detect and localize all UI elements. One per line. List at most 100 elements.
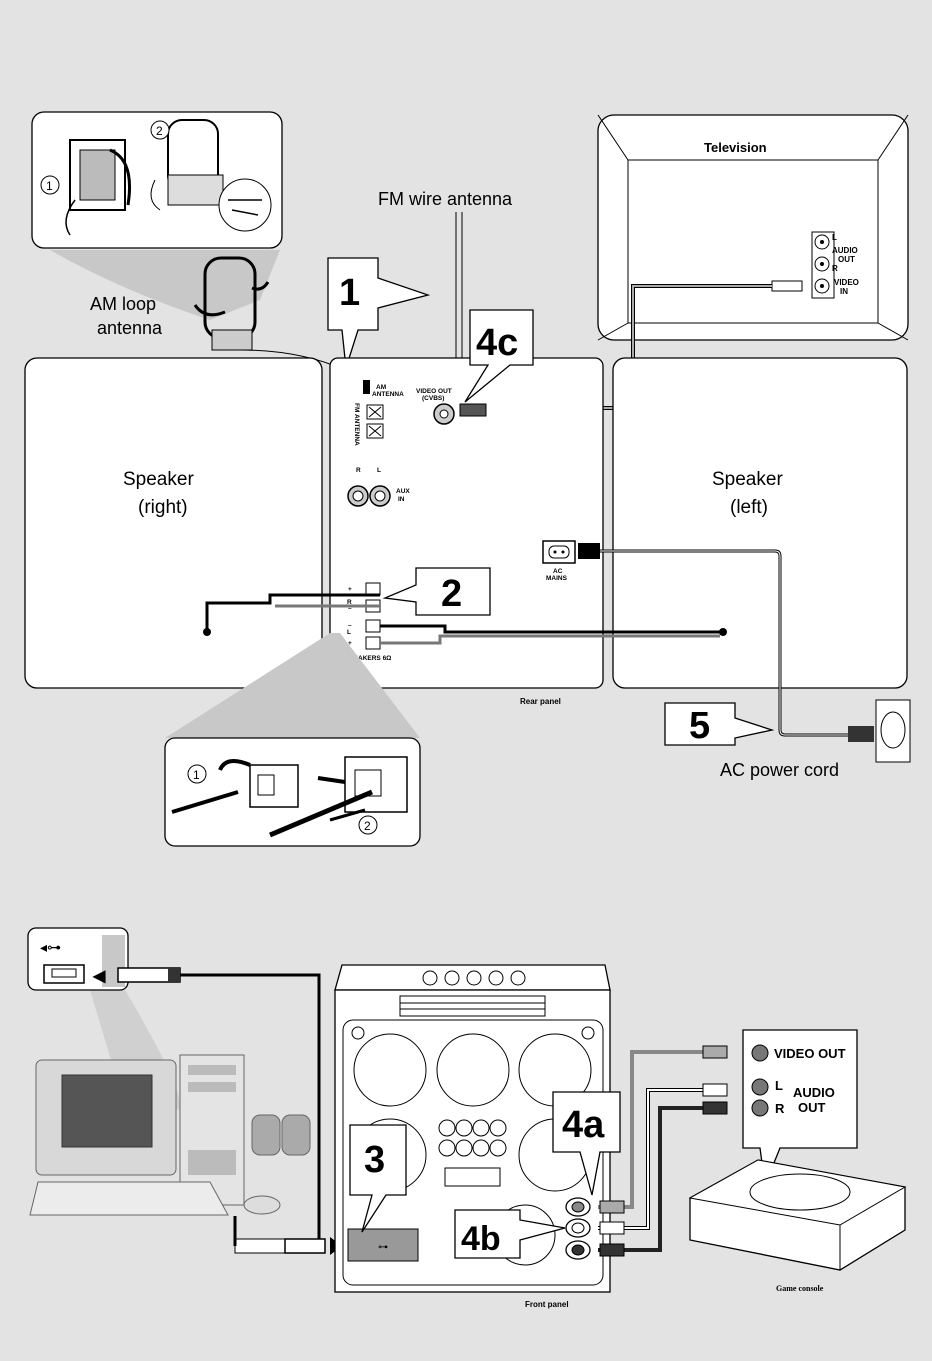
console-audio-r-jack bbox=[751, 1099, 769, 1117]
console-port-label: VIDEO OUT bbox=[774, 1046, 846, 1061]
game-console-caption: Game console bbox=[776, 1284, 824, 1293]
fm-antenna-label: FM wire antenna bbox=[378, 189, 513, 209]
callout-number: 4b bbox=[461, 1220, 501, 1258]
step-circle bbox=[187, 764, 207, 784]
terminal-sign: + bbox=[348, 640, 352, 647]
callout-4c: 4c bbox=[464, 309, 534, 403]
am-antenna-jack-label: AM bbox=[376, 384, 386, 391]
callout-2: 2 bbox=[382, 567, 491, 616]
power-plug bbox=[578, 543, 600, 559]
am-antenna-label: AM loop bbox=[90, 294, 156, 314]
callout-number: 3 bbox=[364, 1139, 385, 1181]
terminal-letter: R bbox=[347, 599, 352, 606]
wall-outlet-icon bbox=[848, 699, 911, 763]
usb-port-inset: ◂⊶ ◀ bbox=[27, 927, 129, 991]
terminal-letter: L bbox=[347, 629, 351, 636]
am-antenna-inset: 1 2 bbox=[31, 111, 283, 249]
callout-4a: 4a bbox=[552, 1091, 621, 1196]
usb-symbol-icon: ◂⊶ bbox=[40, 939, 61, 955]
callout-number: 4c bbox=[476, 322, 518, 364]
tv-jack-label: R bbox=[832, 264, 838, 273]
console-port-label: AUDIO bbox=[793, 1085, 835, 1100]
step-circle bbox=[358, 815, 378, 835]
usb-plug-bottom bbox=[233, 1216, 342, 1255]
rotate-arrow-icon bbox=[251, 281, 270, 291]
tv-jack-label: AUDIO bbox=[832, 246, 858, 255]
am-loop-antenna: AM loop antenna bbox=[90, 256, 346, 371]
computer-icon bbox=[29, 1054, 311, 1216]
speaker-terminal bbox=[203, 628, 211, 636]
power-cord-label: AC power cord bbox=[720, 760, 839, 780]
usb-plug-top bbox=[117, 967, 181, 983]
speaker-wire-inset: 1 2 bbox=[164, 737, 421, 847]
speaker-terminal-r-plus bbox=[365, 582, 381, 596]
inset-shadow bbox=[165, 633, 420, 738]
speaker-wire-left bbox=[380, 624, 720, 634]
television: Television L AUDIO OUT R VIDEO IN bbox=[597, 114, 909, 341]
terminal-sign: + bbox=[348, 586, 352, 593]
game-console-icon bbox=[688, 1159, 907, 1271]
speaker-terminal-l-plus bbox=[365, 636, 381, 650]
press-arrow-icon bbox=[218, 759, 251, 771]
step-circle bbox=[40, 175, 60, 195]
inset-shadow bbox=[50, 250, 280, 320]
aux-in-label: IN bbox=[398, 496, 405, 503]
ac-mains-label: AC bbox=[553, 568, 563, 575]
console-port-label: L bbox=[775, 1078, 783, 1093]
step-circle bbox=[150, 120, 170, 140]
aux-label: L bbox=[377, 467, 381, 474]
speakers-label: SPEAKERS 6Ω bbox=[345, 655, 391, 662]
arrow-left-icon: ◀ bbox=[92, 968, 106, 985]
speaker-terminal-l-minus bbox=[365, 619, 381, 633]
callout-1: 1 bbox=[327, 257, 431, 369]
terminal-sign: – bbox=[348, 622, 352, 629]
speaker-left-label: (left) bbox=[730, 497, 768, 518]
fm-antenna-jack-label: FM ANTENNA bbox=[353, 403, 360, 446]
video-out-label: VIDEO OUT bbox=[416, 388, 452, 395]
display-icon bbox=[399, 995, 546, 1017]
speaker-right-label: Speaker bbox=[123, 469, 194, 490]
usb-symbol-icon: ⊶ bbox=[378, 1242, 388, 1253]
rear-panel: AM ANTENNA FM ANTENNA VIDEO OUT (CVBS) R… bbox=[329, 357, 604, 689]
aux-in-label: AUX bbox=[396, 488, 410, 495]
tv-jack-label: L bbox=[832, 233, 837, 242]
speaker-terminal bbox=[719, 628, 727, 636]
callout-number: 1 bbox=[339, 272, 360, 314]
tv-jack-label: OUT bbox=[838, 255, 855, 264]
callout-4b: 4b bbox=[454, 1209, 566, 1259]
step-number: 2 bbox=[364, 819, 371, 833]
callout-number: 2 bbox=[441, 573, 462, 615]
callout-3: 3 bbox=[349, 1124, 407, 1233]
tv-title: Television bbox=[704, 140, 767, 155]
step-number: 1 bbox=[46, 179, 53, 193]
step-number: 1 bbox=[193, 768, 200, 782]
speaker-left: Speaker (left) bbox=[612, 357, 908, 689]
press-arrow-icon bbox=[317, 776, 346, 784]
front-panel-caption: Front panel bbox=[525, 1300, 569, 1309]
speaker-wire-right bbox=[205, 593, 380, 630]
am-antenna-jack-label: ANTENNA bbox=[372, 391, 404, 398]
console-port-label: R bbox=[775, 1101, 785, 1116]
video-plug bbox=[459, 403, 487, 417]
rear-panel-caption: Rear panel bbox=[520, 697, 561, 706]
ac-mains-label: MAINS bbox=[546, 575, 568, 582]
video-out-label: (CVBS) bbox=[422, 395, 444, 402]
console-audio-l-jack bbox=[751, 1078, 769, 1096]
speaker-right: Speaker (right) bbox=[24, 357, 323, 689]
rotate-arrow-icon bbox=[193, 304, 226, 317]
audio-cable-r bbox=[598, 1106, 705, 1252]
usb-slot bbox=[347, 1228, 419, 1262]
callout-5: 5 bbox=[664, 702, 775, 747]
speaker-left-label: Speaker bbox=[712, 469, 783, 490]
step-number: 2 bbox=[156, 124, 163, 138]
console-jack-panel: VIDEO OUT L R AUDIO OUT bbox=[742, 1029, 858, 1188]
callout-number: 5 bbox=[689, 705, 710, 747]
callout-number: 4a bbox=[562, 1104, 605, 1146]
tv-jack-label: VIDEO bbox=[834, 278, 859, 287]
am-antenna-label: antenna bbox=[97, 318, 163, 338]
console-video-out-jack bbox=[751, 1044, 769, 1062]
speaker-right-label: (right) bbox=[138, 497, 188, 518]
terminal-sign: – bbox=[348, 605, 352, 612]
